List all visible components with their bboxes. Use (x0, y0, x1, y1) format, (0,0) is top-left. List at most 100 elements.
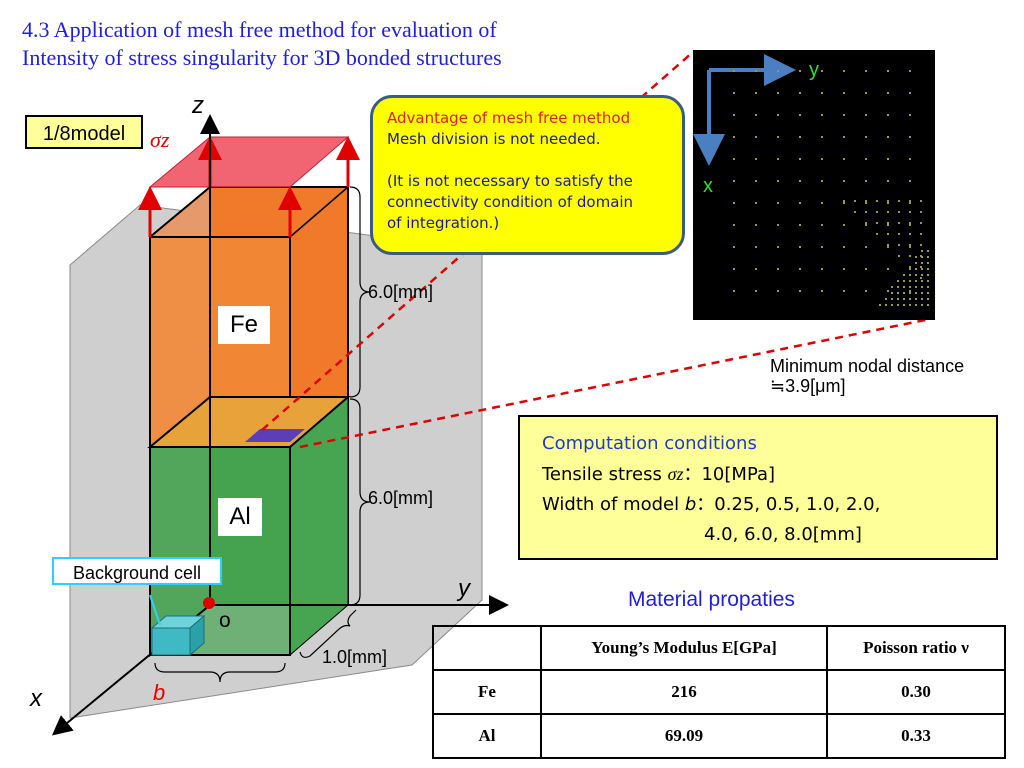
node-point (915, 280, 917, 282)
node-point (843, 158, 845, 160)
node-point (909, 268, 911, 270)
node-point (887, 158, 889, 160)
node-point (915, 286, 917, 288)
node-point (755, 114, 757, 116)
node-point (821, 246, 823, 248)
node-point (755, 268, 757, 270)
node-point (755, 180, 757, 182)
node-point (885, 304, 887, 306)
node-point (909, 290, 911, 292)
node-point (887, 233, 889, 235)
node-point (897, 304, 899, 306)
table-cell: 0.33 (826, 713, 1006, 759)
origin-label: o (219, 609, 231, 632)
node-point (903, 280, 905, 282)
node-point (897, 280, 899, 282)
title-line-2: Intensity of stress singularity for 3D b… (22, 45, 502, 70)
node-point (909, 158, 911, 160)
node-point (821, 268, 823, 270)
min-distance-label: Minimum nodal distance ≒3.9[μm] (770, 356, 964, 396)
table-cell: 69.09 (540, 713, 828, 759)
node-point (898, 244, 900, 246)
node-point (909, 292, 911, 294)
node-point (733, 114, 735, 116)
node-point (821, 224, 823, 226)
table-header: Poisson ratio ν (826, 625, 1006, 671)
table-row: Al 69.09 0.33 (432, 713, 1006, 759)
node-point (821, 180, 823, 182)
node-point (921, 268, 923, 270)
node-point (733, 70, 735, 72)
node-point (755, 246, 757, 248)
node-point (909, 114, 911, 116)
node-point (843, 202, 845, 204)
axis-z-label: z (191, 92, 204, 119)
model-label-box: 1/8model (25, 115, 143, 149)
node-point (927, 274, 929, 276)
node-point (821, 158, 823, 160)
node-point (733, 224, 735, 226)
node-point (865, 222, 867, 224)
node-point (821, 136, 823, 138)
node-point (903, 292, 905, 294)
node-point (865, 200, 867, 202)
node-point (777, 92, 779, 94)
node-point (843, 200, 845, 202)
node-point (887, 211, 889, 213)
node-point (755, 136, 757, 138)
node-point (927, 298, 929, 300)
advantage-line-2: Mesh division is not needed. (387, 130, 601, 148)
node-point (915, 262, 917, 264)
origin-point (203, 597, 215, 609)
computation-line-1: Tensile stress σz：10[MPa] (542, 464, 776, 485)
node-point (777, 202, 779, 204)
node-point (887, 222, 889, 224)
node-point (876, 233, 878, 235)
loading-plate (148, 136, 350, 188)
node-point (909, 298, 911, 300)
computation-conditions: Computation conditions Tensile stress σz… (518, 415, 998, 560)
advantage-line-5: of integration.) (387, 214, 500, 232)
node-point (876, 200, 878, 202)
node-point (843, 268, 845, 270)
node-point (909, 255, 911, 257)
node-point (915, 292, 917, 294)
dim-depth-label: 1.0[mm] (322, 647, 387, 667)
node-point (843, 290, 845, 292)
node-point (897, 292, 899, 294)
computation-line-3: 4.0, 6.0, 8.0[mm] (704, 524, 862, 545)
node-point (799, 180, 801, 182)
node-point (777, 70, 779, 72)
node-point (921, 286, 923, 288)
node-point (903, 274, 905, 276)
node-point (909, 92, 911, 94)
table-cell: Al (432, 713, 542, 759)
node-point (821, 202, 823, 204)
node-point (920, 200, 922, 202)
node-point (921, 250, 923, 252)
node-point (887, 244, 889, 246)
brace-b (154, 662, 286, 683)
node-point (799, 202, 801, 204)
sigma-z-label: σz (150, 127, 170, 152)
table-header: Young’s Modulus E[GPa] (540, 625, 828, 671)
node-point (887, 70, 889, 72)
dim-fe-label: 6.0[mm] (368, 282, 433, 302)
node-point (865, 70, 867, 72)
node-point (887, 202, 889, 204)
node-point (755, 290, 757, 292)
node-point (921, 262, 923, 264)
fe-label: Fe (218, 306, 270, 344)
node-point (865, 202, 867, 204)
node-point (733, 290, 735, 292)
node-point (927, 304, 929, 306)
node-point (909, 274, 911, 276)
node-point (777, 136, 779, 138)
node-point (898, 200, 900, 202)
node-point (920, 222, 922, 224)
node-point (777, 180, 779, 182)
advantage-heading: Advantage of mesh free method (387, 109, 631, 127)
node-point (921, 292, 923, 294)
node-point (821, 290, 823, 292)
node-point (854, 211, 856, 213)
